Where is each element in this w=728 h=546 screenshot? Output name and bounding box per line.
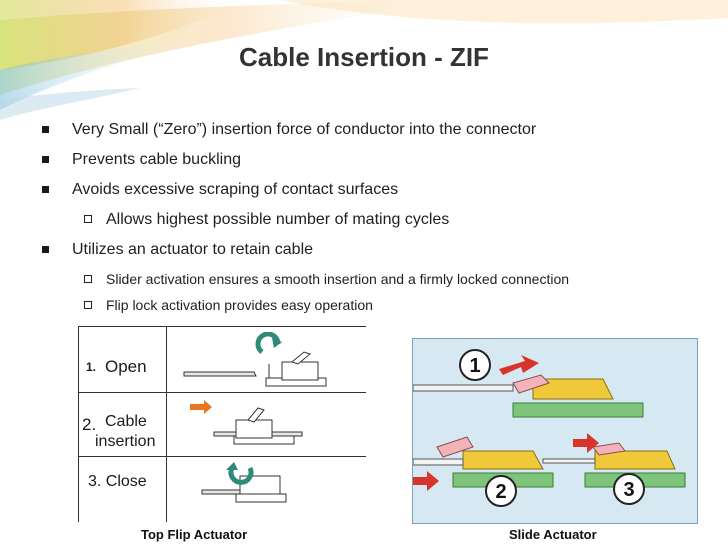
sub-bullet-item: Slider activation ensures a smooth inser…: [40, 270, 710, 296]
hollow-square-bullet-icon: [84, 275, 92, 283]
square-bullet-icon: [42, 156, 49, 163]
sub-bullet-item: Flip lock activation provides easy opera…: [40, 296, 710, 322]
step2-label-line2: insertion: [95, 433, 156, 450]
bullet-list: Very Small (“Zero”) insertion force of c…: [40, 120, 710, 322]
step1-label: Open: [105, 357, 147, 376]
step2-number: 2.: [82, 415, 97, 434]
bullet-item: Very Small (“Zero”) insertion force of c…: [40, 120, 710, 150]
table-divider: [166, 326, 167, 522]
marker-1: 1: [469, 355, 480, 377]
flip-actuator-table: 1. Open 2. Cable insertion 3. Close: [78, 326, 366, 522]
connector-close-drawing: [201, 462, 287, 503]
table-divider: [78, 456, 366, 457]
slide-actuator-illustration: 1 2 3: [413, 339, 697, 523]
sub-bullet-text: Flip lock activation provides easy opera…: [106, 297, 373, 313]
table-border: [78, 326, 79, 522]
bullet-text: Utilizes an actuator to retain cable: [72, 241, 314, 258]
sub-bullet-text: Slider activation ensures a smooth inser…: [106, 271, 570, 287]
hollow-square-bullet-icon: [84, 301, 92, 309]
marker-2: 2: [495, 481, 506, 503]
bullet-text: Very Small (“Zero”) insertion force of c…: [72, 121, 537, 138]
square-bullet-icon: [42, 126, 49, 133]
bullet-text: Prevents cable buckling: [72, 151, 241, 168]
bullet-item: Avoids excessive scraping of contact sur…: [40, 180, 710, 210]
bullet-text: Avoids excessive scraping of contact sur…: [72, 181, 399, 198]
connector-insertion-drawing: [190, 400, 303, 445]
slide-title: Cable Insertion - ZIF: [239, 42, 489, 72]
bullet-item: Prevents cable buckling: [40, 150, 710, 180]
step1-number: 1.: [86, 360, 97, 374]
bullet-item: Utilizes an actuator to retain cable: [40, 240, 710, 270]
connector-open-drawing: [183, 332, 327, 387]
square-bullet-icon: [42, 246, 49, 253]
table-divider: [78, 326, 366, 327]
flip-actuator-caption: Top Flip Actuator: [141, 527, 248, 542]
sub-bullet-text: Allows highest possible number of mating…: [106, 211, 450, 228]
slide-actuator-caption: Slide Actuator: [509, 527, 597, 542]
hollow-square-bullet-icon: [84, 215, 92, 223]
slide-actuator-figure: 1 2 3: [412, 338, 698, 524]
flip-actuator-drawings: [183, 332, 327, 503]
square-bullet-icon: [42, 186, 49, 193]
marker-3: 3: [623, 479, 634, 501]
table-divider: [78, 392, 366, 393]
step2-label-line1: Cable: [105, 413, 147, 430]
step3-label: 3. Close: [88, 473, 147, 490]
sub-bullet-item: Allows highest possible number of mating…: [40, 210, 710, 240]
